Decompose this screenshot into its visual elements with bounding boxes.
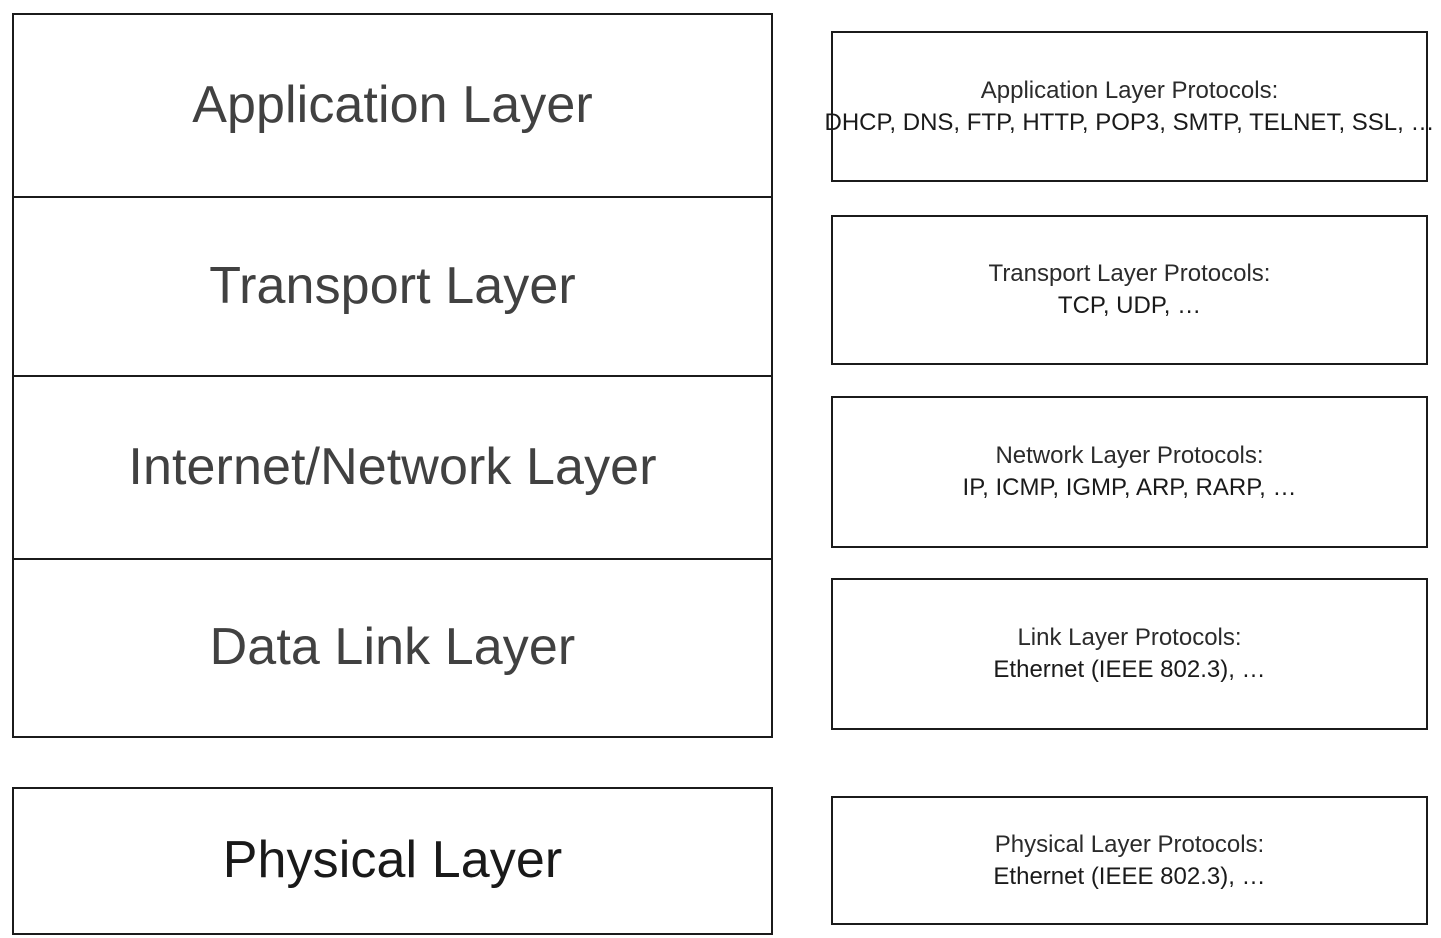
layer-label-internet-network: Internet/Network Layer (128, 437, 657, 496)
protocol-title-network: Network Layer Protocols: (995, 442, 1264, 469)
protocol-title-application: Application Layer Protocols: (980, 76, 1279, 104)
protocol-box-physical[interactable]: Physical Layer Protocols: Ethernet (IEEE… (831, 796, 1428, 925)
layer-box-transport[interactable]: Transport Layer (14, 198, 771, 377)
layer-box-application[interactable]: Application Layer (14, 15, 771, 198)
layer-label-application: Application Layer (192, 75, 593, 134)
protocol-list-transport: TCP, UDP, … (1057, 292, 1202, 319)
layer-label-physical: Physical Layer (222, 831, 563, 890)
layer-box-data-link[interactable]: Data Link Layer (14, 560, 771, 736)
protocol-list-network: IP, ICMP, IGMP, ARP, RARP, … (962, 474, 1297, 501)
layer-label-data-link: Data Link Layer (209, 618, 576, 677)
protocol-title-link: Link Layer Protocols: (1017, 624, 1242, 651)
protocol-list-link: Ethernet (IEEE 802.3), … (993, 656, 1266, 683)
protocol-title-transport: Transport Layer Protocols: (988, 260, 1271, 287)
protocol-list-application: DHCP, DNS, FTP, HTTP, POP3, SMTP, TELNET… (824, 108, 1435, 136)
layer-label-transport: Transport Layer (209, 256, 576, 315)
protocol-box-transport[interactable]: Transport Layer Protocols: TCP, UDP, … (831, 215, 1428, 365)
layer-box-internet-network[interactable]: Internet/Network Layer (14, 377, 771, 560)
protocol-box-network[interactable]: Network Layer Protocols: IP, ICMP, IGMP,… (831, 396, 1428, 548)
protocol-box-link[interactable]: Link Layer Protocols: Ethernet (IEEE 802… (831, 578, 1428, 730)
layer-stack: Application Layer Transport Layer Intern… (12, 13, 773, 738)
protocol-box-application[interactable]: Application Layer Protocols: DHCP, DNS, … (825, 31, 1434, 182)
protocol-list-physical: Ethernet (IEEE 802.3), … (993, 862, 1266, 890)
protocol-title-physical: Physical Layer Protocols: (994, 830, 1265, 858)
layer-box-physical[interactable]: Physical Layer (12, 787, 773, 935)
